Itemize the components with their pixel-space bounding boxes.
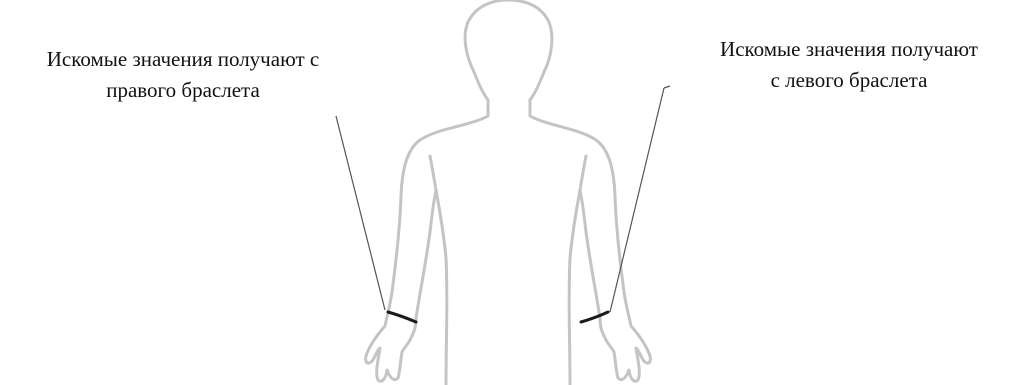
left-bracelet-icon [581,312,608,322]
body-silhouette [366,100,651,385]
right-arm-inner-line [580,156,586,190]
leader-line-right-wrist [336,116,385,310]
left-arm-inner-line [430,156,436,190]
leader-line-tick [664,86,670,88]
right-bracelet-icon [388,312,416,322]
caption-right-bracelet-line-2: правого браслета [0,75,366,106]
caption-right-bracelet-line-1: Искомые значения получают с [0,44,366,75]
caption-left-bracelet-line-1: Искомые значения получают [672,34,1026,65]
caption-left-bracelet-line-2: с левого браслета [672,65,1026,96]
caption-left-bracelet: Искомые значения получают с левого брасл… [672,34,1026,96]
caption-right-bracelet: Искомые значения получают с правого брас… [0,44,366,106]
leader-line-left-wrist [610,88,664,312]
head-outline [465,0,552,100]
body-outline [366,0,651,385]
